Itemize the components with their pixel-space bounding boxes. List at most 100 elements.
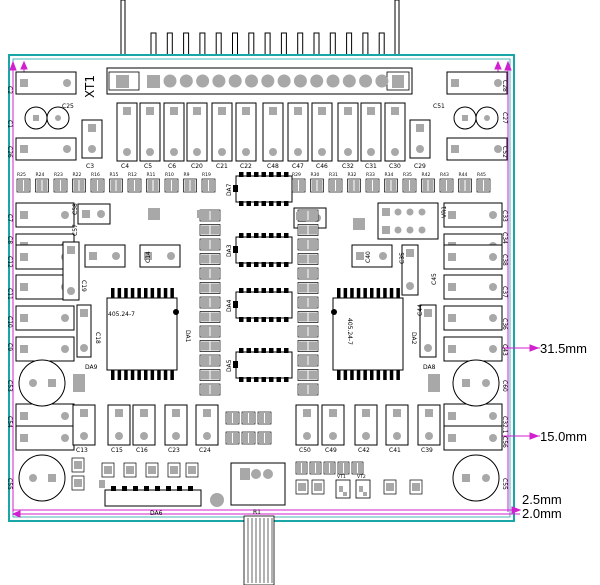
- capacitor-pad: [425, 432, 433, 440]
- capacitor-pad: [20, 79, 28, 87]
- smd-pad: [42, 180, 48, 191]
- ic-pin: [370, 288, 374, 298]
- capacitor-pad: [193, 107, 201, 115]
- ic-pin: [177, 486, 182, 491]
- ic-pin: [276, 201, 281, 206]
- capacitor-body: [164, 404, 188, 446]
- smd-pad: [311, 180, 317, 191]
- smd-pad: [293, 180, 298, 191]
- smd-pad: [404, 180, 409, 191]
- smd-outline: [199, 282, 221, 294]
- ic-pin: [276, 172, 281, 177]
- ic-pin: [254, 172, 259, 177]
- ic-pin: [284, 172, 289, 177]
- capacitor-body: [311, 102, 333, 162]
- capacitor-pad: [20, 253, 28, 261]
- capacitor-body: [72, 404, 96, 446]
- ic-pin: [284, 262, 289, 267]
- smd-outline: [199, 354, 221, 367]
- right-side-label: C38: [501, 254, 508, 266]
- bottom-cap-label: C13: [76, 447, 88, 454]
- small-part-pad: [386, 483, 394, 491]
- smd-pad: [339, 463, 343, 473]
- ic-pin: [150, 288, 155, 298]
- ic-da2-label: 405.24-7: [346, 318, 353, 345]
- smd-pad: [299, 356, 308, 365]
- capacitor-pad: [294, 107, 302, 115]
- smd-pad: [308, 283, 317, 293]
- smd-pad: [210, 327, 219, 336]
- ic-pin: [163, 370, 168, 380]
- ic-pin: [239, 233, 244, 238]
- connector-pad: [261, 74, 275, 88]
- mid-right-label: C40: [365, 251, 372, 263]
- ic-pin: [124, 370, 128, 380]
- capacitor-pad: [115, 409, 123, 417]
- mid-left-label: C18: [94, 332, 101, 344]
- mid-right-label: C44: [417, 304, 424, 316]
- capacitor-pad: [20, 345, 28, 353]
- smd-outline: [199, 267, 221, 280]
- ic-pin: [269, 172, 274, 177]
- top-cap-label: C30: [389, 163, 401, 170]
- resistor-label: R30: [311, 172, 320, 178]
- center-ic-name: DA7: [226, 183, 233, 196]
- smd-pad: [73, 180, 79, 191]
- capacitor-body: [419, 304, 437, 358]
- smd-pad: [302, 463, 306, 473]
- small-part-pad: [148, 466, 156, 474]
- smd-outline: [351, 461, 364, 475]
- ic-pin: [254, 233, 259, 238]
- bottom-cap-label: C50: [299, 447, 311, 454]
- capacitor-pad: [362, 409, 370, 417]
- ic-da6: [99, 480, 224, 507]
- smd-pad: [249, 413, 254, 423]
- capacitor-pad: [424, 309, 432, 317]
- ic-pin: [337, 370, 341, 380]
- smd-pad: [172, 180, 177, 191]
- label-vt1: VT1: [337, 474, 346, 480]
- ic-pin: [246, 348, 251, 353]
- smd-pad: [317, 180, 323, 191]
- capacitor-pad: [489, 211, 497, 219]
- capacitor-pad: [61, 211, 69, 219]
- right-side-label: C52: [501, 146, 508, 158]
- capacitor-pad: [88, 145, 96, 153]
- ic-pin: [261, 201, 266, 206]
- smd-pad: [147, 180, 153, 191]
- smd-pad: [210, 370, 219, 380]
- resistor-label: R29: [292, 172, 301, 178]
- connector-pad: [375, 74, 389, 88]
- ic-pin: [239, 201, 244, 206]
- center-ic-column: [233, 172, 293, 382]
- smd-pad: [422, 180, 428, 191]
- connector-pad: [310, 74, 324, 88]
- connector-pad: [342, 74, 356, 88]
- connector-pad: [196, 74, 210, 88]
- top-cap-label: C3: [86, 163, 94, 170]
- ic-pin: [276, 233, 281, 238]
- capacitor-pad: [115, 432, 123, 440]
- smd-pad: [299, 240, 308, 249]
- capacitor-pad: [170, 107, 178, 115]
- smd-pad: [24, 180, 29, 191]
- ic-pin: [284, 288, 289, 293]
- ic-pin: [276, 262, 281, 267]
- ic-pin: [144, 370, 148, 380]
- ic-pin: [166, 486, 171, 491]
- smd-outline: [297, 282, 319, 294]
- trimmer-r1: [230, 462, 286, 585]
- resistor-label: R24: [36, 172, 45, 178]
- smd-pad: [249, 433, 254, 443]
- smd-pad: [243, 413, 248, 423]
- smd-pad: [441, 180, 446, 191]
- smd-outline: [297, 238, 319, 251]
- capacitor-pad: [489, 314, 497, 322]
- resistor-label: R25: [17, 172, 26, 178]
- smd-pad: [201, 269, 210, 278]
- capacitor-pad: [63, 79, 71, 87]
- capacitor-pad: [448, 434, 456, 442]
- smd-pad: [299, 385, 308, 394]
- capacitor-pad: [167, 252, 175, 260]
